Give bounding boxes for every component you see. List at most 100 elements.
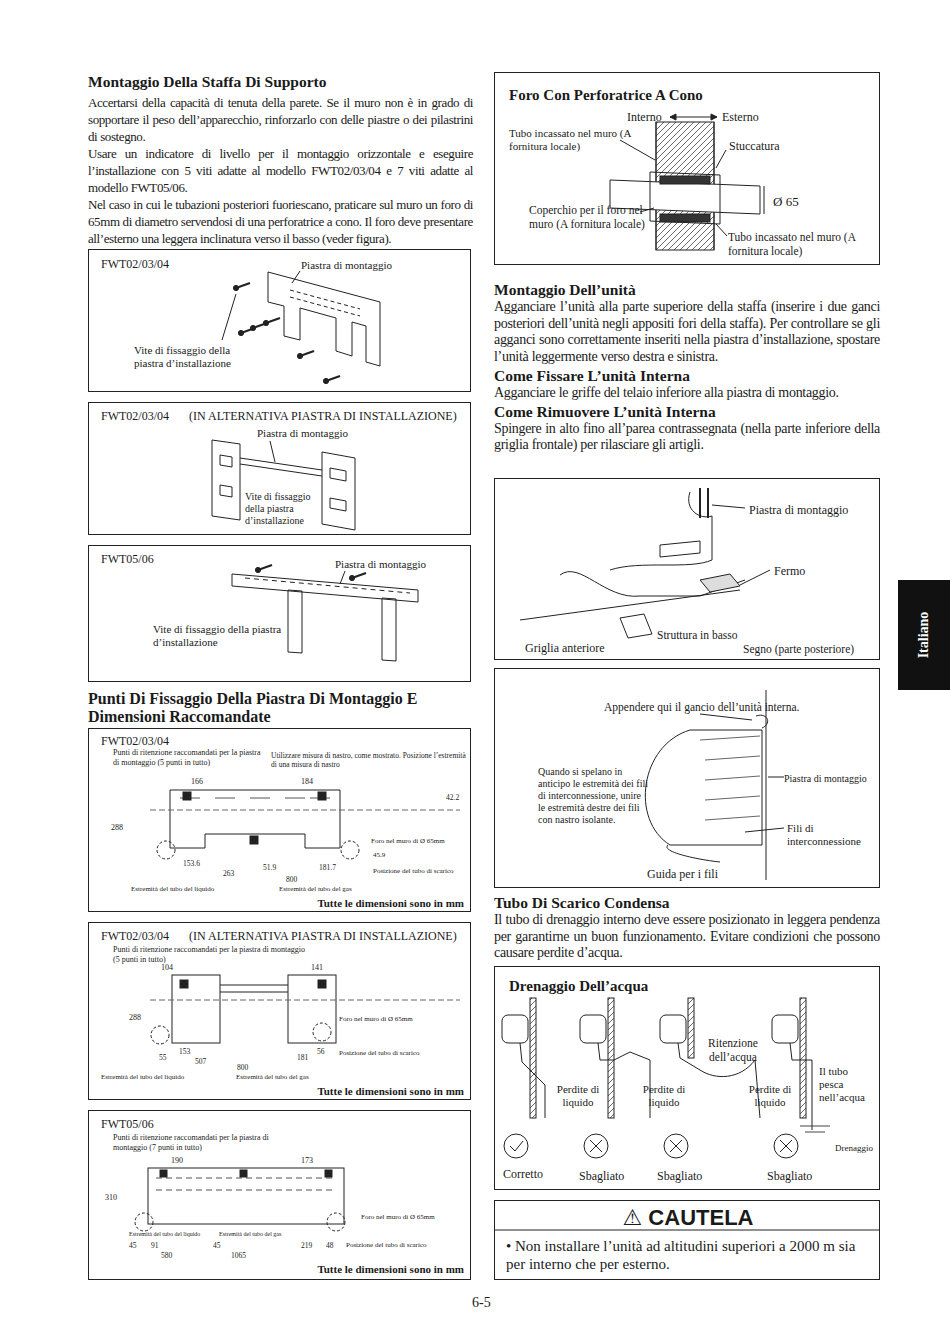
illustration-part xyxy=(180,798,330,799)
callout-label: Segno (parte posteriore) xyxy=(743,643,854,657)
illustration-part xyxy=(323,376,340,384)
callout-label: 56 xyxy=(317,1047,325,1056)
caution-box: ⚠ CAUTELA• Non installare l’unità ad alt… xyxy=(494,1200,880,1280)
illustration-part xyxy=(530,998,536,1118)
body-text: Spingere in alto fino all’parea contrass… xyxy=(494,421,880,454)
callout-label: 288 xyxy=(111,823,123,833)
illustration-part xyxy=(150,810,460,811)
illustration-part xyxy=(688,998,694,1058)
callout-label: 190 xyxy=(171,1156,183,1166)
callout-label: Piastra di montaggio xyxy=(301,259,392,272)
callout-label: 219 xyxy=(301,1241,312,1250)
body-text: 6-5 xyxy=(472,1295,491,1312)
illustration-part xyxy=(240,1170,247,1177)
body-text: Il tubo di drenaggio interno deve essere… xyxy=(494,912,880,962)
panel-title: Appendere qui il gancio dell’unità inter… xyxy=(604,701,799,715)
body-text: Accertarsi della capacità di tenuta dell… xyxy=(88,94,473,145)
callout-label: Il tubo pesca nell’acqua xyxy=(819,1065,875,1105)
callout-label: Estremità del tubo del liquido xyxy=(131,885,214,893)
section-heading: Come Fissare L’unità Interna xyxy=(494,367,880,385)
illustration-part xyxy=(318,980,326,988)
callout-label: Punti di ritenzione raccomandati per la … xyxy=(113,945,313,964)
illustration-part xyxy=(151,1026,169,1044)
illustration-part xyxy=(172,975,220,1043)
callout-label: Piastra di montaggio xyxy=(257,427,348,440)
illustration-part xyxy=(590,1140,602,1152)
callout-label: 288 xyxy=(129,1013,141,1023)
illustration-part xyxy=(700,736,760,820)
callout-label: 153.6 xyxy=(183,859,200,868)
illustration-part xyxy=(292,271,300,283)
illustration-part xyxy=(349,573,366,581)
callout-label: Sbagliato xyxy=(579,1169,624,1183)
illustration-part xyxy=(650,172,720,224)
panel-title: FWT02/03/04 xyxy=(101,257,169,271)
callout-label: 91 xyxy=(151,1241,159,1250)
language-tab: Italiano xyxy=(898,580,950,690)
drain-figure xyxy=(502,998,830,1158)
illustration-part xyxy=(620,140,655,160)
illustration-part xyxy=(156,1178,336,1190)
illustration-part xyxy=(700,488,708,518)
body-text: Usare un indicatore di livello per il mo… xyxy=(88,145,473,196)
illustration-part xyxy=(766,690,767,880)
illustration-part xyxy=(325,1170,332,1177)
illustration-part xyxy=(160,1170,167,1177)
illustration-part xyxy=(222,294,236,340)
callout-label: Foro nel muro di Ø 65mm xyxy=(371,837,445,845)
illustration-part xyxy=(608,998,614,1118)
body-text: Agganciare le griffe del telaio inferior… xyxy=(494,385,880,402)
callout-label: Foro nel muro di Ø 65mm xyxy=(361,1213,435,1221)
section-heading: Come Rimuovere L’unità Interna xyxy=(494,403,880,421)
callout-label: Utilizzare misura di nastro, come mostra… xyxy=(271,751,466,769)
callout-label: Perdite di liquido xyxy=(637,1083,691,1109)
callout-label: Sbagliato xyxy=(657,1169,702,1183)
illustration-part xyxy=(745,828,784,832)
illustration-part xyxy=(288,590,396,661)
callout-label: Piastra di montaggio xyxy=(784,773,867,785)
mounting-plate-fig3 xyxy=(232,565,418,661)
section-heading: Punti Di Fissaggio Della Piastra Di Mont… xyxy=(88,690,473,726)
illustration-part xyxy=(255,565,272,573)
callout-label: 310 xyxy=(105,1193,117,1203)
callout-label: 1065 xyxy=(231,1251,246,1260)
callout-label: 181.7 xyxy=(319,863,336,872)
callout-label: 141 xyxy=(311,963,323,973)
illustration-part xyxy=(780,1140,792,1152)
illustration-part xyxy=(800,998,806,1118)
illustration-part xyxy=(740,570,770,585)
dimension-plate-3 xyxy=(135,1168,345,1231)
section-heading: Tubo Di Scarico Condensa xyxy=(494,894,880,912)
panel-title: FWT02/03/04 xyxy=(101,929,169,943)
section-heading: Montaggio Della Staffa Di Supporto xyxy=(88,72,473,92)
illustration-part xyxy=(664,1134,688,1158)
illustration-part xyxy=(327,1213,345,1231)
illustration-part xyxy=(560,572,745,597)
illustration-part xyxy=(520,1043,545,1118)
callout-label: Posizione del tubo di scarico xyxy=(373,867,453,875)
illustration-part xyxy=(268,272,380,366)
illustration-part xyxy=(318,792,326,800)
illustration-part xyxy=(180,980,188,988)
callout-label: Coperchio per il foro nel muro (A fornit… xyxy=(529,204,651,232)
illustration-part xyxy=(245,578,410,593)
illustration-part xyxy=(520,590,740,620)
illustration-part xyxy=(183,792,191,800)
illustration-part xyxy=(716,224,727,236)
hanging-figure xyxy=(645,690,784,880)
callout-label: Struttura in basso xyxy=(657,629,738,643)
illustration-part xyxy=(610,492,712,570)
callout-label: Posizione del tubo di scarico xyxy=(339,1049,419,1057)
panel-title: Foro Con Perforatrice A Cono xyxy=(509,86,703,104)
illustration-part xyxy=(313,1023,331,1041)
illustration-part xyxy=(504,1134,528,1158)
illustration-part xyxy=(510,1141,523,1151)
callout-label: 104 xyxy=(161,963,173,973)
callout-label: Foro nel muro di Ø 65mm xyxy=(339,1015,413,1023)
callout-label: Esterno xyxy=(722,110,759,124)
callout-label: Ritenzione dell’acqua xyxy=(697,1037,769,1065)
illustration-part xyxy=(660,214,710,222)
panel-title: Piastra di montaggio xyxy=(749,503,848,517)
illustration-part xyxy=(660,1015,686,1043)
panel-title: FWT02/03/04 xyxy=(101,734,169,748)
